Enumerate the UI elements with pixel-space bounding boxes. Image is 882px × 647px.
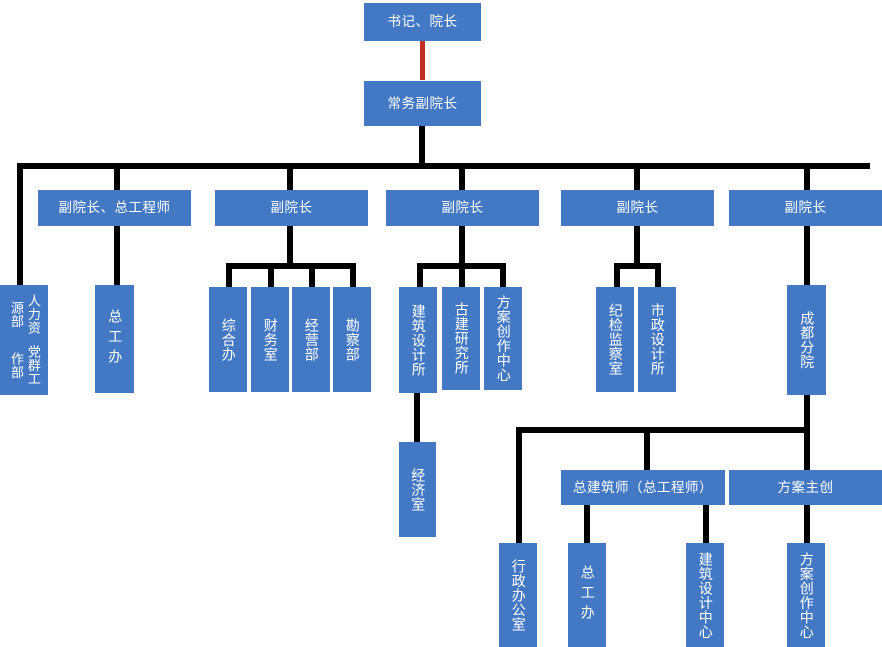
connector-bus-to-vp-2 <box>287 163 293 191</box>
node-ancient-architecture-institute[interactable]: 古建研究所 <box>442 287 480 390</box>
node-executive-vice-president[interactable]: 常务副院长 <box>364 81 481 126</box>
connector-bus-to-municipal-design-institute <box>655 263 661 288</box>
node-secretary-president[interactable]: 书记、院长 <box>364 3 481 41</box>
node-hr-and-party-work-dept[interactable]: 人力资源部 党群工作部 <box>0 285 48 395</box>
connector-executive-vp-stem <box>419 125 425 165</box>
connector-vp-4-stem <box>634 226 640 266</box>
connector-scheme-lead-to-branch-scheme-creation-center <box>804 504 810 544</box>
node-vp-4[interactable]: 副院长 <box>561 190 714 226</box>
connector-bus-to-architecture-design-institute <box>417 263 423 288</box>
node-chief-engineer-office[interactable]: 总工办 <box>95 285 134 393</box>
connector-vp-5-to-chengdu-branch <box>804 226 810 287</box>
connector-bus-to-vp-4 <box>634 163 640 191</box>
connector-bus-to-finance-office <box>268 263 274 288</box>
node-economics-office[interactable]: 经济室 <box>399 442 436 537</box>
connector-bus-to-admin-office <box>516 427 522 543</box>
node-scheme-creation-center[interactable]: 方案创作中心 <box>484 287 522 390</box>
node-architecture-design-center[interactable]: 建筑设计中心 <box>686 543 724 647</box>
connector-bus-to-vp-chief-engineer <box>114 163 120 191</box>
connector-bus-to-general-office <box>226 263 232 288</box>
connector-bus-to-vp-5 <box>804 163 810 191</box>
node-hr-dept-label: 人力资源部 <box>9 294 41 335</box>
connector-bus-to-vp-3 <box>459 163 465 191</box>
connector-president-to-executive-vp <box>420 38 425 80</box>
connector-chief-architect-to-architecture-design-center <box>703 504 709 544</box>
connector-bus-to-scheme-lead <box>804 427 810 471</box>
node-municipal-design-institute[interactable]: 市政设计所 <box>638 287 676 392</box>
node-chief-architect[interactable]: 总建筑师（总工程师） <box>561 470 725 505</box>
connector-bus-to-discipline-inspection-office <box>614 263 620 288</box>
connector-chengdu-branch-stem <box>804 395 810 433</box>
node-vp-5[interactable]: 副院长 <box>729 190 882 226</box>
connector-chengdu-branch-bus <box>516 427 810 433</box>
connector-vp-3-stem <box>459 226 465 266</box>
connector-architecture-design-institute-to-economics-office <box>414 393 420 444</box>
node-vp-chief-engineer[interactable]: 副院长、总工程师 <box>38 190 191 226</box>
connector-main-bus <box>17 163 870 169</box>
connector-vp-4-bus <box>614 263 661 269</box>
node-discipline-inspection-office[interactable]: 纪检监察室 <box>596 287 634 392</box>
connector-vp-chief-engineer-to-chief-engineer-office <box>114 226 120 287</box>
node-vp-3[interactable]: 副院长 <box>386 190 539 226</box>
connector-bus-to-scheme-creation-center <box>500 263 506 288</box>
node-chengdu-branch[interactable]: 成都分院 <box>787 285 826 395</box>
connector-chief-architect-to-branch-chief-engineer-office <box>584 504 590 544</box>
node-branch-chief-engineer-office[interactable]: 总工办 <box>568 543 606 647</box>
node-branch-scheme-creation-center[interactable]: 方案创作中心 <box>787 543 825 647</box>
connector-bus-to-left-branch <box>17 163 23 287</box>
node-general-office[interactable]: 综合办 <box>209 287 247 392</box>
connector-vp-2-stem <box>287 226 293 266</box>
connector-bus-to-chief-architect <box>644 427 650 471</box>
node-vp-2[interactable]: 副院长 <box>215 190 368 226</box>
node-finance-office[interactable]: 财务室 <box>251 287 289 392</box>
node-admin-office[interactable]: 行政办公室 <box>499 543 537 647</box>
connector-bus-to-survey-dept <box>350 263 356 288</box>
node-architecture-design-institute[interactable]: 建筑设计所 <box>399 287 437 393</box>
connector-bus-to-operations-dept <box>309 263 315 288</box>
node-survey-dept[interactable]: 勘察部 <box>333 287 371 392</box>
node-party-work-dept-label: 党群工作部 <box>9 345 41 386</box>
connector-vp-2-bus <box>226 263 356 269</box>
node-scheme-lead[interactable]: 方案主创 <box>729 470 882 505</box>
connector-bus-to-ancient-architecture-institute <box>459 263 465 288</box>
node-operations-dept[interactable]: 经营部 <box>292 287 330 392</box>
